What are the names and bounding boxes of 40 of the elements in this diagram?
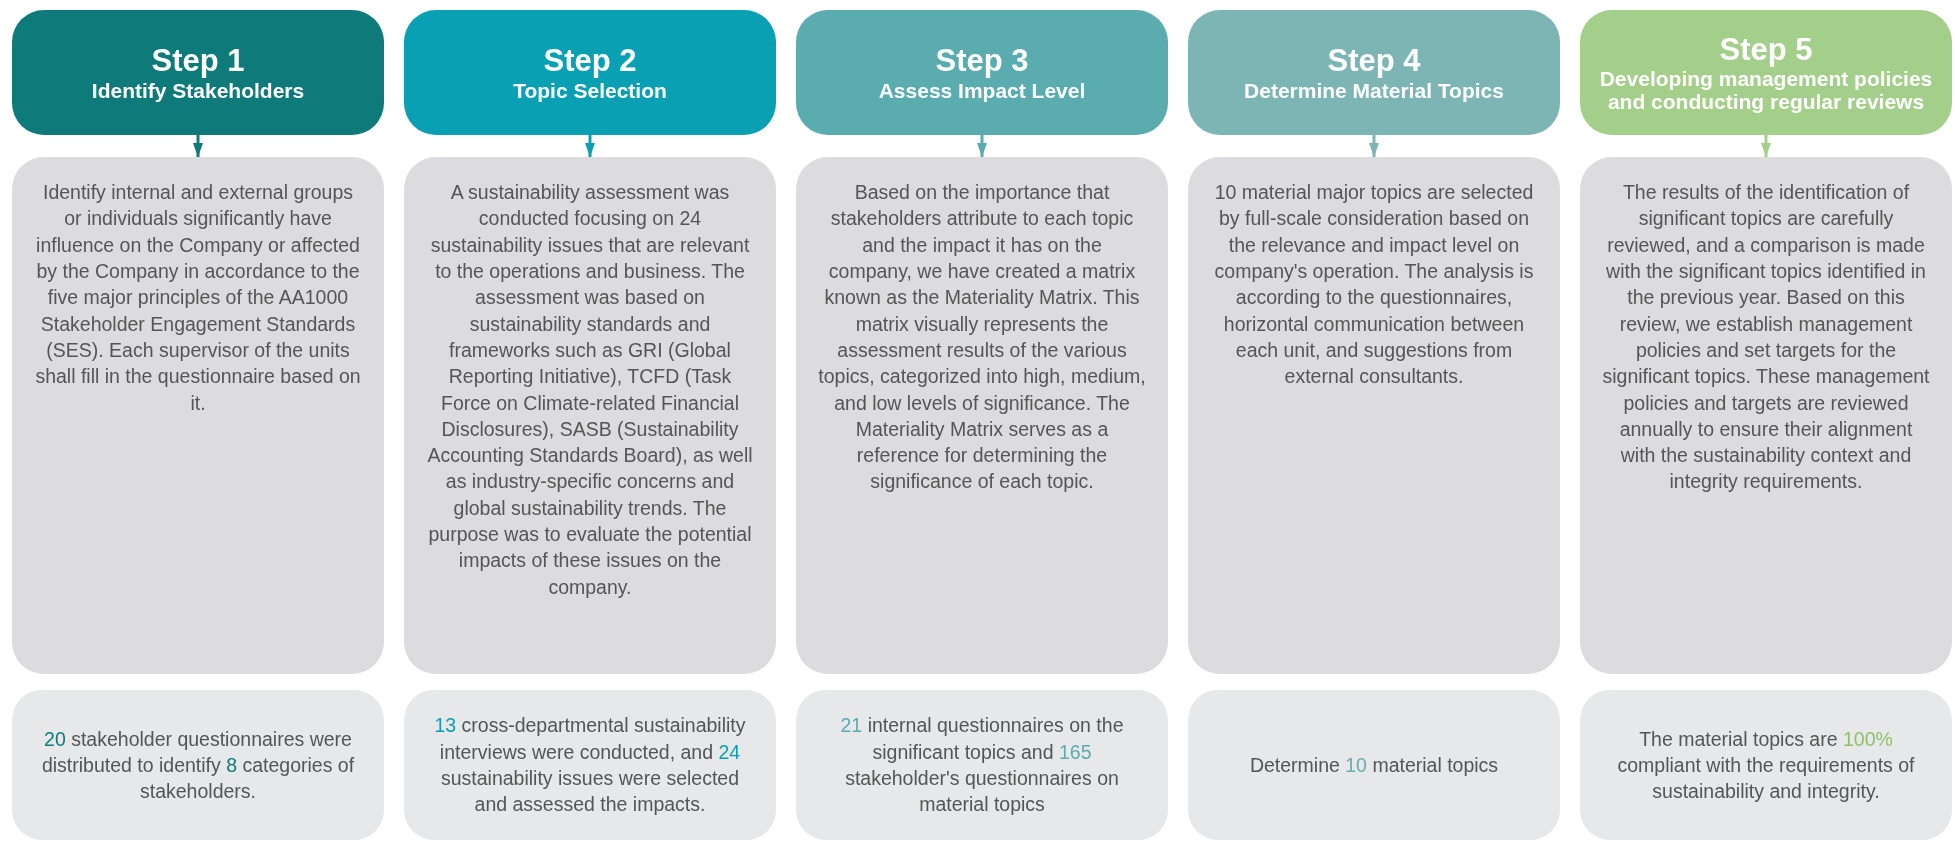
result-panel <box>796 690 1168 840</box>
step-header <box>1580 10 1952 135</box>
step-header <box>1188 10 1560 135</box>
step-header <box>12 10 384 135</box>
step-title: Step 4 <box>1327 43 1421 79</box>
step-title: Step 2 <box>543 43 637 79</box>
result-panel <box>12 690 384 840</box>
description-panel <box>1188 157 1560 674</box>
description-panel <box>1580 157 1952 674</box>
step-title: Step 5 <box>1719 31 1813 68</box>
description-text: 10 material major topics are selected by full-scale consideration based on the relevance and impact level on company's operation. The analysis is according to the questionnaires, horizontal communication between each unit, and suggestions from external consultants. <box>1213 180 1535 390</box>
result-panel <box>1580 690 1952 840</box>
step-header <box>404 10 776 135</box>
step-subtitle: Developing management policies and conducting regular reviews <box>1598 67 1934 114</box>
step-subtitle: Assess Impact Level <box>878 78 1086 102</box>
pointer-arrow <box>193 135 203 157</box>
step-subtitle: Determine Material Topics <box>1244 78 1504 102</box>
description-panel <box>796 157 1168 674</box>
description-panel <box>12 157 384 674</box>
result-text: Determine 10 material topics <box>1249 752 1499 778</box>
result-text: 20 stakeholder questionnaires were distributed to identify 8 categories of stakeholders. <box>40 726 356 805</box>
result-text: The material topics are 100% compliant with the requirements of sustainability and integrity. <box>1616 726 1916 805</box>
description-text: Identify internal and external groups or individuals significantly have influence on the Company or affected by the Company in accordance to the five major principles of the AA1000 Stakeholder Engagement Standards (SES). Each supervisor of the units shall fill in the questionnaire based on it. <box>34 180 362 416</box>
description-text: The results of the identification of significant topics are carefully reviewed, and a comparison is made with the significant topics identified in the previous year. Based on this review, we establish management policies and set targets for the significant topics. These management policies and targets are reviewed annually to ensure their alignment with the sustainability context and integrity requirements. <box>1602 180 1930 495</box>
step-header <box>796 10 1168 135</box>
step-subtitle: Identify Stakeholders <box>91 78 305 102</box>
result-text: 21 internal questionnaires on the significant topics and 165 stakeholder's questionnaires on material topics <box>839 713 1125 818</box>
pointer-arrow <box>585 135 595 157</box>
description-text: Based on the importance that stakeholders attribute to each topic and the impact it has on the company, we have created a matrix known as the Materiality Matrix. This matrix visually represents the assessment results of the various topics, categorized into high, medium, and low levels of significance. The Materiality Matrix serves as a reference for determining the significance of each topic. <box>818 180 1146 495</box>
pointer-arrow <box>977 135 987 157</box>
step-subtitle: Topic Selection <box>513 78 667 102</box>
step-title: Step 3 <box>935 43 1029 79</box>
result-text: 13 cross-departmental sustainability interviews were conducted, and 24 sustainability issues were selected and assessed the impacts. <box>433 713 747 818</box>
pointer-arrow <box>1761 135 1771 157</box>
pointer-arrow <box>1369 135 1379 157</box>
description-text: A sustainability assessment was conducted focusing on 24 sustainability issues that are relevant to the operations and business. The assessment was based on sustainability standards and frameworks such as GRI (Global Reporting Initiative), TCFD (Task Force on Climate-related Financial Disclosures), SASB (Sustainability Accounting Standards Board), as well as industry-specific concerns and global sustainability trends. The purpose was to evaluate the potential impacts of these issues on the company. <box>426 180 754 600</box>
step-title: Step 1 <box>151 43 245 79</box>
result-panel <box>1188 690 1560 840</box>
description-panel <box>404 157 776 674</box>
result-panel <box>404 690 776 840</box>
